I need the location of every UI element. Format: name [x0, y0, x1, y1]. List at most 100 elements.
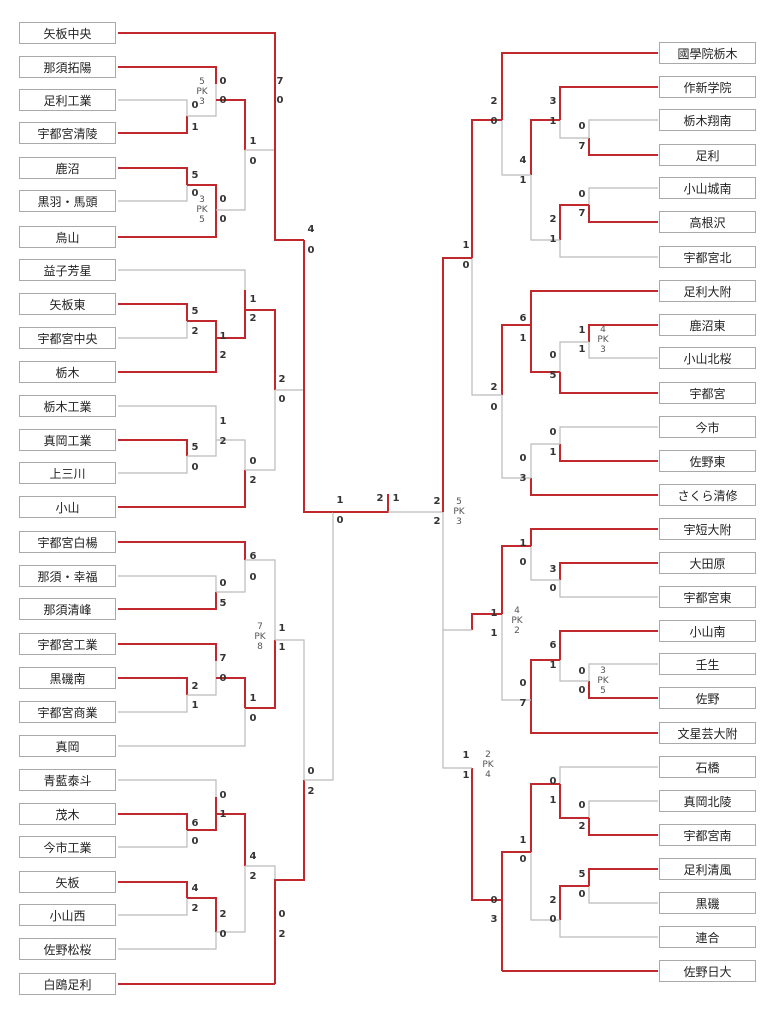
bracket-line — [118, 66, 217, 84]
team-box: 佐野東 — [659, 450, 756, 472]
score-label: 0 — [250, 456, 257, 467]
team-name: 宇都宮商業 — [37, 705, 98, 720]
score-label: 0 — [491, 116, 498, 127]
score-label: 0 — [491, 895, 498, 906]
bracket-line — [559, 784, 589, 819]
score-label: 0 — [308, 245, 315, 256]
team-box: 黒羽・馬頭 — [19, 190, 116, 212]
bracket-line — [442, 630, 472, 769]
bracket-line — [559, 920, 658, 938]
team-box: 真岡北陵 — [659, 790, 756, 812]
bracket-line — [118, 439, 188, 456]
score-label: 0 — [220, 95, 227, 106]
team-name: 宇都宮東 — [683, 590, 732, 605]
bracket-line — [118, 303, 188, 321]
bracket-line — [118, 643, 217, 661]
bracket-line — [588, 818, 658, 836]
team-name: 矢板 — [55, 875, 80, 890]
score-label: 2 — [434, 516, 441, 527]
score-label: 4 — [192, 883, 199, 894]
score-label: 1 — [491, 628, 498, 639]
score-label: 1 — [550, 660, 557, 671]
score-label: 0 — [308, 766, 315, 777]
team-box: 鹿沼東 — [659, 314, 756, 336]
bracket-line — [559, 86, 658, 120]
score-label: 5 — [192, 170, 199, 181]
score-label: 1 — [279, 623, 286, 634]
score-label: 1 — [337, 495, 344, 506]
team-box: 宇都宮中央 — [19, 327, 116, 349]
score-label: 0 — [220, 673, 227, 684]
team-name: 益子芳星 — [43, 263, 92, 278]
team-name: 真岡 — [55, 739, 80, 754]
team-name: 白鴎足利 — [43, 977, 92, 992]
score-label: 2 — [491, 96, 498, 107]
team-name: 黒羽・馬頭 — [37, 194, 98, 209]
score-label: 0 — [250, 156, 257, 167]
bracket-line — [118, 116, 188, 134]
bracket-line — [274, 100, 304, 241]
pk-label: 5 — [600, 686, 606, 696]
bracket-line — [471, 258, 502, 396]
bracket-line — [187, 897, 217, 932]
score-label: 1 — [463, 750, 470, 761]
score-label: 1 — [520, 835, 527, 846]
score-label: 2 — [550, 895, 557, 906]
bracket-line — [559, 766, 658, 784]
bracket-line — [588, 800, 658, 818]
team-box: 宇都宮工業 — [19, 633, 116, 655]
bracket-line — [530, 443, 560, 478]
bracket-line — [501, 851, 531, 971]
team-name: 鹿沼東 — [689, 318, 726, 333]
score-label: 7 — [277, 76, 284, 87]
bracket-line — [118, 355, 217, 373]
score-label: 0 — [520, 854, 527, 865]
bracket-line — [118, 677, 188, 695]
score-label: 0 — [192, 836, 199, 847]
team-name: 宇都宮 — [689, 386, 726, 401]
team-name: 上三川 — [49, 466, 86, 481]
score-label: 2 — [192, 326, 199, 337]
bracket-line — [118, 932, 217, 950]
team-name: 真岡北陵 — [683, 794, 732, 809]
bracket-line — [245, 865, 276, 984]
bracket-line — [501, 395, 531, 479]
team-name: 國學院栃木 — [677, 46, 738, 61]
score-label: 1 — [579, 344, 586, 355]
team-box: 宇都宮清陵 — [19, 122, 116, 144]
score-label: 6 — [192, 818, 199, 829]
team-name: 佐野松桜 — [43, 942, 92, 957]
team-box: 作新学院 — [659, 76, 756, 98]
team-name: 黒磯 — [695, 896, 720, 911]
score-label: 2 — [579, 821, 586, 832]
team-name: 栃木 — [55, 365, 80, 380]
team-box: 那須拓陽 — [19, 56, 116, 78]
pk-label: 3 — [199, 97, 205, 107]
score-label: 6 — [520, 313, 527, 324]
score-label: 2 — [192, 903, 199, 914]
team-name: 宇都宮白楊 — [37, 535, 98, 550]
score-label: 1 — [491, 608, 498, 619]
pk-label: 2 — [514, 626, 520, 636]
score-label: 1 — [463, 240, 470, 251]
score-label: 2 — [192, 681, 199, 692]
team-box: 宇都宮白楊 — [19, 531, 116, 553]
score-label: 5 — [579, 869, 586, 880]
bracket-line — [559, 885, 589, 920]
score-label: 0 — [192, 188, 199, 199]
score-label: 1 — [192, 700, 199, 711]
score-label: 2 — [434, 496, 441, 507]
bracket-line — [559, 444, 658, 462]
score-label: 0 — [220, 194, 227, 205]
team-box: 宇都宮東 — [659, 586, 756, 608]
score-label: 4 — [520, 155, 527, 166]
bracket-line — [118, 898, 188, 916]
team-name: 高根沢 — [689, 215, 726, 230]
bracket-line — [118, 210, 217, 238]
bracket-line — [530, 528, 658, 546]
team-box: 矢板中央 — [19, 22, 116, 44]
team-name: 栃木工業 — [43, 399, 92, 414]
score-label: 0 — [579, 685, 586, 696]
bracket-line — [303, 240, 333, 513]
team-box: 石橋 — [659, 756, 756, 778]
